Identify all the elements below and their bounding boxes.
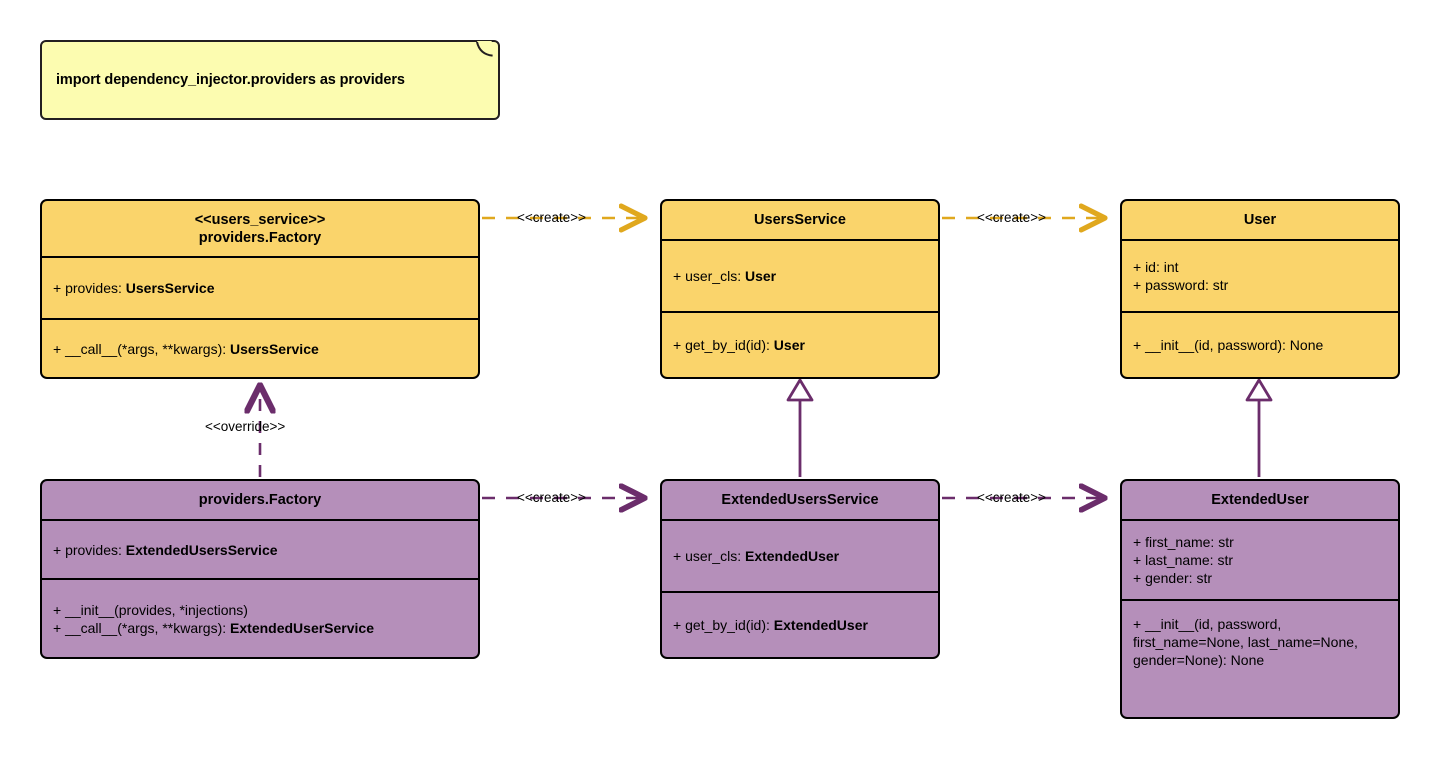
methods-compartment: + __init__(provides, *injections) + __ca… (42, 580, 478, 657)
compartment-divider (42, 519, 478, 521)
compartment-divider (42, 256, 478, 258)
class-header: UsersService (662, 201, 938, 239)
methods-compartment: + get_by_id(id): User (662, 313, 938, 377)
attribute-row: + last_name: str (1133, 552, 1233, 568)
attribute-row: + provides: ExtendedUsersService (53, 541, 278, 558)
class-header: ExtendedUser (1122, 481, 1398, 519)
edge-inherit-users-service (786, 378, 814, 477)
method-row: + __call__(*args, **kwargs): UsersServic… (53, 340, 319, 357)
class-header: providers.Factory (42, 481, 478, 519)
compartment-divider (662, 591, 938, 593)
class-name: User (1243, 212, 1277, 228)
attributes-compartment: + user_cls: User (662, 241, 938, 311)
attribute-row: + provides: UsersService (53, 280, 215, 296)
compartment-divider (662, 519, 938, 521)
class-user[interactable]: User + id: int + password: str + __init_… (1120, 199, 1400, 379)
attribute-row: + user_cls: User (673, 268, 777, 284)
methods-compartment: + __init__(id, password, first_name=None… (1122, 601, 1398, 717)
class-extended-user[interactable]: ExtendedUser + first_name: str + last_na… (1120, 479, 1400, 719)
class-extended-factory[interactable]: providers.Factory + provides: ExtendedUs… (40, 479, 480, 659)
compartment-divider (1122, 519, 1398, 521)
method-row: + __init__(id, password): None (1133, 337, 1324, 353)
class-header: ExtendedUsersService (662, 481, 938, 519)
edge-label-create-top-right: <<create>> (977, 210, 1047, 225)
class-name: providers.Factory (198, 492, 322, 508)
method-row: + __init__(provides, *injections) (53, 601, 248, 618)
compartment-divider (1122, 239, 1398, 241)
compartment-divider (662, 239, 938, 241)
note-fold-icon (476, 41, 493, 57)
edge-label-override: <<override>> (205, 419, 286, 434)
class-name: providers.Factory (198, 229, 322, 246)
methods-compartment: + __init__(id, password): None (1122, 313, 1398, 377)
compartment-divider (42, 578, 478, 580)
attributes-compartment: + id: int + password: str (1122, 241, 1398, 311)
attribute-row: + id: int (1133, 259, 1179, 275)
edge-inherit-user (1245, 378, 1273, 477)
methods-compartment: + __call__(*args, **kwargs): UsersServic… (42, 320, 478, 377)
import-note: import dependency_injector.providers as … (40, 40, 500, 120)
edge-label-create-bottom-right: <<create>> (977, 490, 1047, 505)
edge-label-create-top-left: <<create>> (517, 210, 587, 225)
attributes-compartment: + provides: UsersService (42, 258, 478, 318)
method-row: + get_by_id(id): ExtendedUser (673, 617, 868, 633)
class-stereotype: <<users_service>> (194, 211, 326, 228)
attributes-compartment: + first_name: str + last_name: str + gen… (1122, 521, 1398, 599)
class-name: ExtendedUsersService (721, 492, 879, 508)
method-row: + __call__(*args, **kwargs): ExtendedUse… (53, 619, 374, 636)
compartment-divider (662, 311, 938, 313)
compartment-divider (1122, 599, 1398, 601)
attribute-row: + user_cls: ExtendedUser (673, 548, 840, 564)
class-header: User (1122, 201, 1398, 239)
class-name: ExtendedUser (1211, 492, 1309, 508)
attribute-row: + password: str (1133, 277, 1229, 293)
compartment-divider (1122, 311, 1398, 313)
edge-label-create-bottom-left: <<create>> (517, 490, 587, 505)
class-extended-users-service[interactable]: ExtendedUsersService + user_cls: Extende… (660, 479, 940, 659)
methods-compartment: + get_by_id(id): ExtendedUser (662, 593, 938, 657)
method-row: + get_by_id(id): User (673, 337, 805, 353)
compartment-divider (42, 318, 478, 320)
class-users-service[interactable]: UsersService + user_cls: User + get_by_i… (660, 199, 940, 379)
method-row: + __init__(id, password, first_name=None… (1133, 616, 1358, 668)
attributes-compartment: + provides: ExtendedUsersService (42, 521, 478, 578)
class-users-service-factory[interactable]: <<users_service>> providers.Factory + pr… (40, 199, 480, 379)
attributes-compartment: + user_cls: ExtendedUser (662, 521, 938, 591)
attribute-row: + first_name: str (1133, 534, 1234, 550)
note-text: import dependency_injector.providers as … (56, 72, 405, 88)
class-header: <<users_service>> providers.Factory (42, 201, 478, 256)
class-name: UsersService (754, 212, 846, 228)
attribute-row: + gender: str (1133, 570, 1212, 586)
